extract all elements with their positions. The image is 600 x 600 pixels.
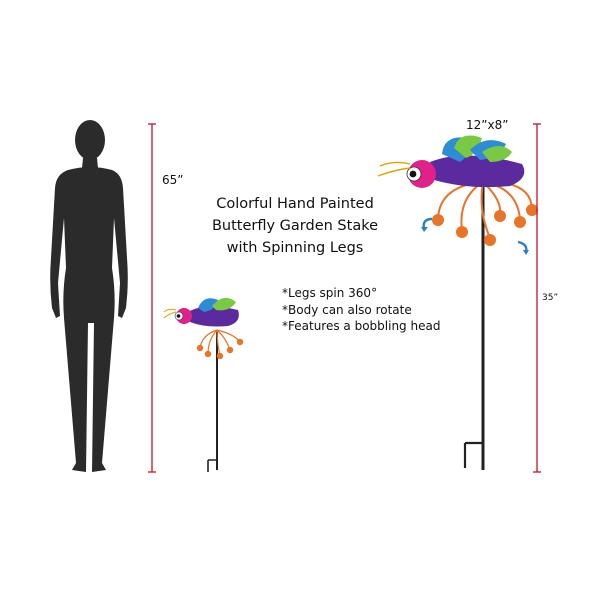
person-height-label: 65” bbox=[162, 173, 184, 187]
butterfly-stake-small-icon bbox=[163, 297, 244, 472]
feature-list: *Legs spin 360° *Body can also rotate *F… bbox=[282, 285, 440, 335]
product-height-line bbox=[533, 123, 541, 473]
feature-item: *Body can also rotate bbox=[282, 302, 412, 317]
rotate-arrow-icon bbox=[517, 240, 529, 255]
person-silhouette-icon bbox=[50, 120, 128, 472]
product-height-label: 35” bbox=[542, 293, 559, 303]
feature-item: *Legs spin 360° bbox=[282, 286, 378, 300]
product-size-label: 12”x8” bbox=[466, 118, 509, 132]
person-height-line bbox=[148, 123, 156, 473]
title-line-3: with Spinning Legs bbox=[226, 240, 364, 256]
feature-item: *Features a bobbling head bbox=[282, 319, 441, 333]
title-line-2: Butterfly Garden Stake bbox=[211, 218, 379, 234]
butterfly-stake-large-icon bbox=[377, 135, 538, 470]
rotate-arrow-icon bbox=[421, 217, 433, 232]
title-line-1: Colorful Hand Painted bbox=[216, 196, 374, 212]
